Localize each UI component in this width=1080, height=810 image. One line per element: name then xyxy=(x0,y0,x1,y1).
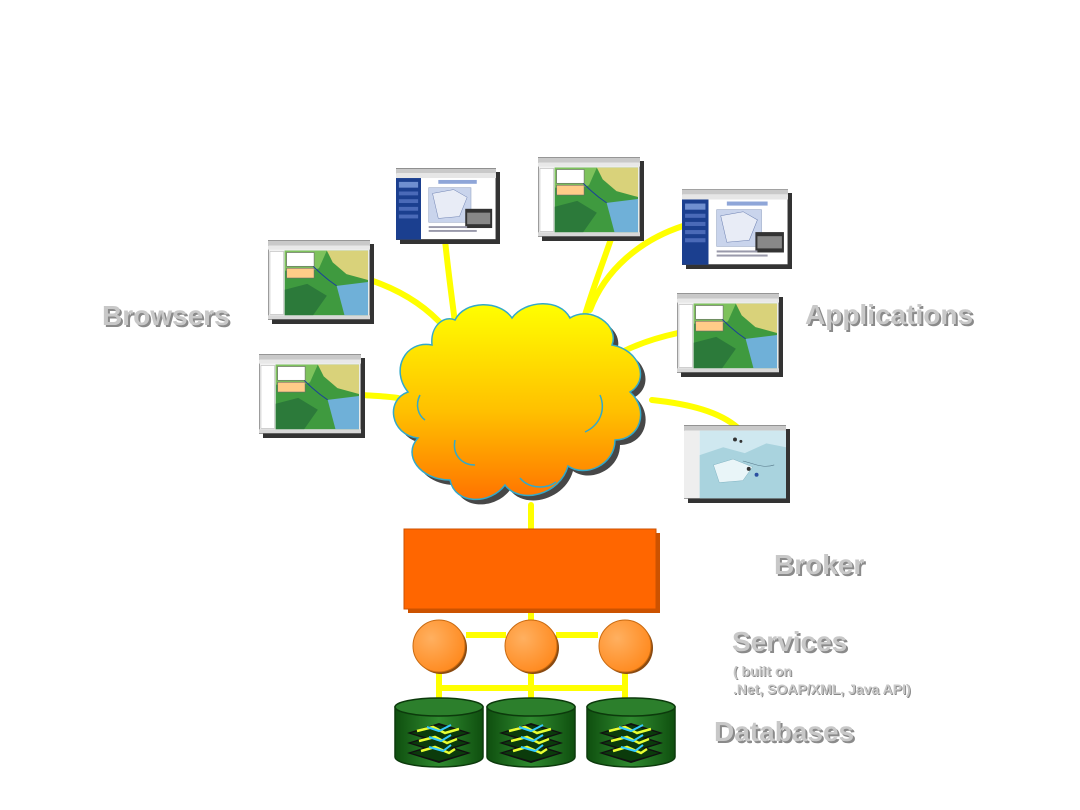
application-window-2 xyxy=(682,189,792,269)
browser-window-2 xyxy=(268,240,374,324)
database-1 xyxy=(393,697,485,769)
service-node-3 xyxy=(598,619,653,674)
browsers-label: Browsers xyxy=(102,300,230,331)
services-note-line-2: .Net, SOAP/XML, Java API) xyxy=(733,681,911,697)
services-note-line-1: ( built on xyxy=(733,663,793,679)
browser-window-1 xyxy=(396,168,500,244)
connector-app-2 xyxy=(587,223,686,313)
connector-app-4 xyxy=(649,397,741,431)
connector-browser-1 xyxy=(442,237,459,333)
connector-app-1 xyxy=(582,233,615,318)
databases-label: Databases xyxy=(714,716,855,747)
broker-box xyxy=(403,528,660,613)
service-node-2 xyxy=(504,619,559,674)
connector-browser-2 xyxy=(367,277,448,331)
application-window-4 xyxy=(684,425,790,503)
databases-group xyxy=(393,697,677,769)
network-connectors xyxy=(359,223,741,533)
broker-label: Broker xyxy=(774,549,865,580)
browser-window-3 xyxy=(259,354,365,438)
database-2 xyxy=(485,697,577,769)
connector-app-3 xyxy=(619,330,681,355)
service-nodes xyxy=(412,619,653,674)
database-3 xyxy=(585,697,677,769)
network-cloud xyxy=(392,303,646,505)
application-window-3 xyxy=(677,293,783,377)
applications-label: Applications xyxy=(805,299,974,330)
connector-browser-3 xyxy=(359,392,401,401)
service-node-1 xyxy=(412,619,467,674)
services-label: Services xyxy=(732,626,848,657)
application-window-1 xyxy=(538,157,644,241)
